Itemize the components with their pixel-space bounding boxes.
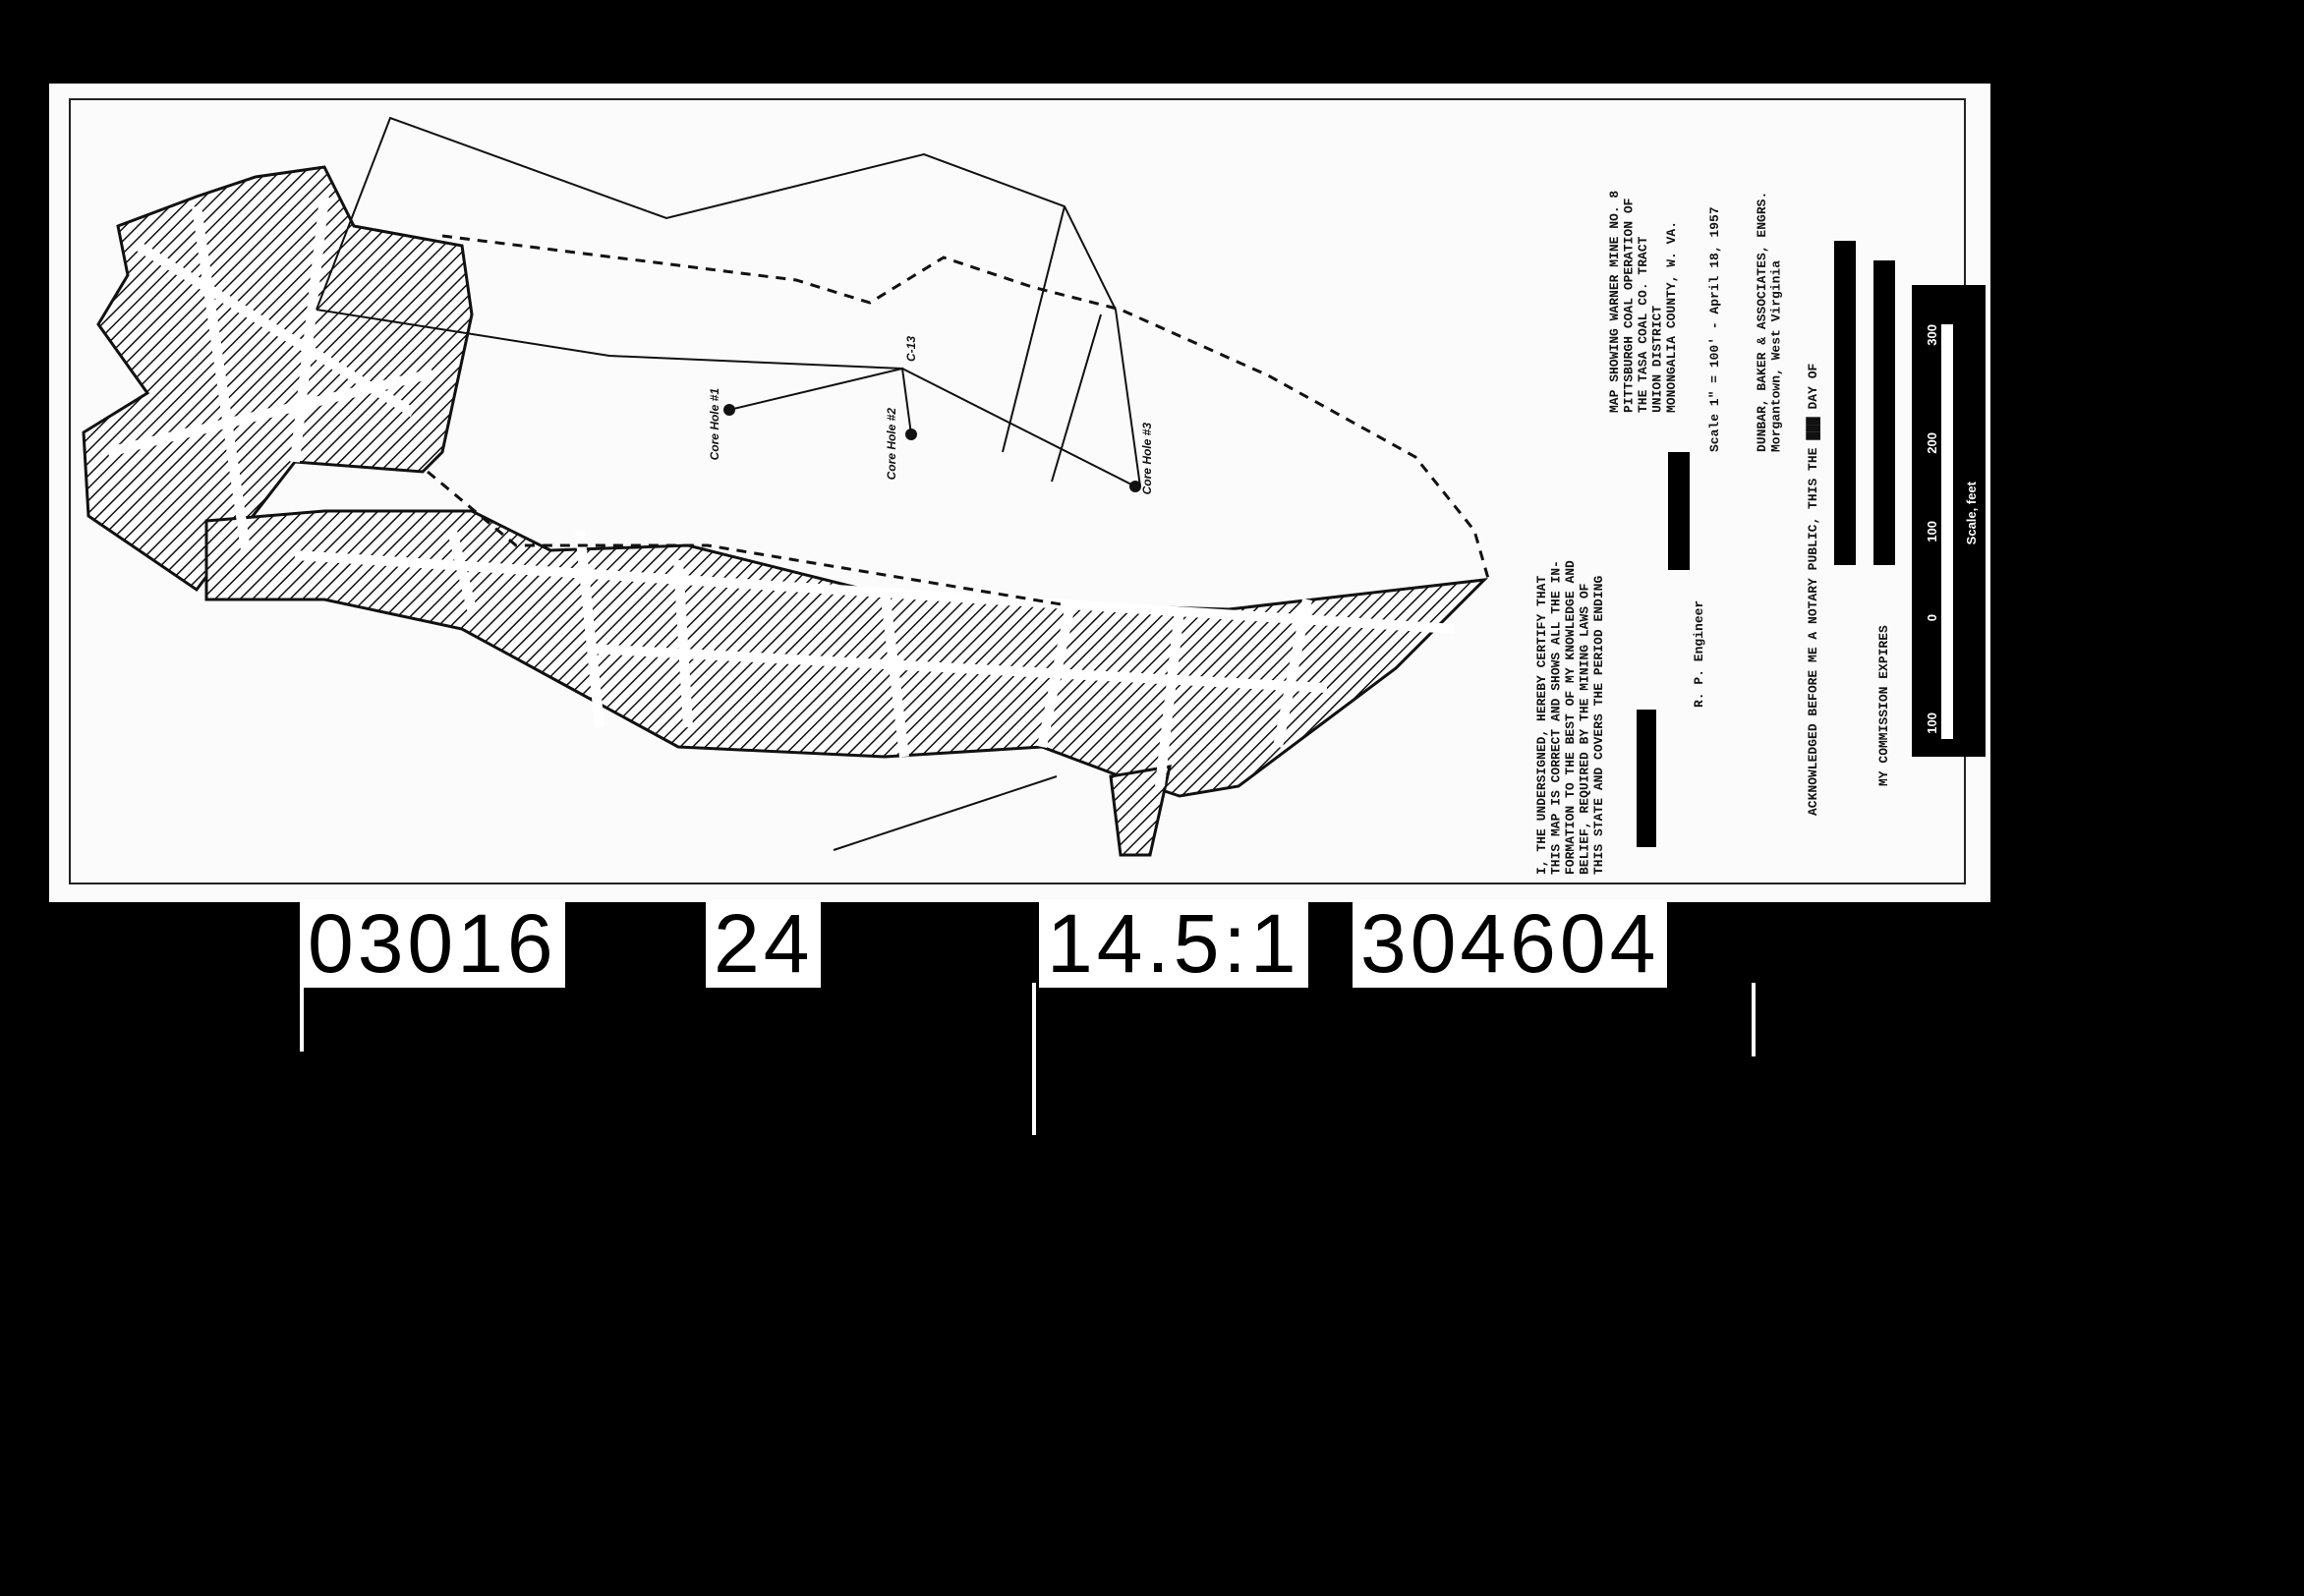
engineers-block: DUNBAR, BAKER & ASSOCIATES, ENGRS. Morga… [1755, 191, 1784, 452]
scale-date: Scale 1" = 100' - April 18, 1957 [1707, 206, 1722, 452]
signature-block [1668, 452, 1690, 570]
mined-areas [82, 165, 1489, 857]
station-label: C-13 [904, 336, 918, 363]
scale-tick: 0 [1925, 614, 1939, 622]
redaction-notary [1834, 241, 1856, 565]
scale-tick: 200 [1925, 432, 1939, 454]
title-block: MAP SHOWING WARNER MINE NO. 8 PITTSBURGH… [1607, 190, 1679, 413]
redaction-commission [1873, 260, 1895, 565]
core-hole-3-label: Core Hole #3 [1140, 423, 1154, 495]
notary-acknowledgement: ACKNOWLEDGED BEFORE ME A NOTARY PUBLIC, … [1806, 363, 1820, 816]
film-label-document: 304604 [1353, 899, 1668, 988]
scale-tick: 100 [1925, 521, 1939, 542]
redaction-date [1637, 710, 1656, 847]
scale-tick: 100 [1925, 712, 1939, 734]
label-post [1752, 983, 1756, 1056]
scale-tick: 300 [1925, 324, 1939, 346]
boundary-dashed [427, 234, 1491, 606]
map-sheet [49, 84, 1990, 902]
core-hole-1-label: Core Hole #1 [708, 388, 721, 461]
label-post [300, 983, 304, 1052]
mined-area-spur [1109, 765, 1172, 857]
scale-label: Scale, feet [1964, 482, 1979, 545]
film-label-ratio: 14.5:1 [1039, 899, 1308, 988]
traverse-lines [316, 116, 1141, 851]
core-hole-2-label: Core Hole #2 [885, 408, 898, 481]
core-hole-markers [723, 404, 1141, 492]
film-label-frame: 24 [706, 899, 822, 988]
engineer-title: R. P. Engineer [1692, 599, 1706, 708]
scale-bar [1941, 324, 1953, 739]
film-label-reel: 03016 [300, 899, 565, 988]
entries [106, 196, 1456, 787]
label-post [1032, 983, 1036, 1135]
commission-text: MY COMMISSION EXPIRES [1876, 625, 1891, 786]
certification-text: I, THE UNDERSIGNED, HEREBY CERTIFY THAT … [1534, 560, 1606, 875]
